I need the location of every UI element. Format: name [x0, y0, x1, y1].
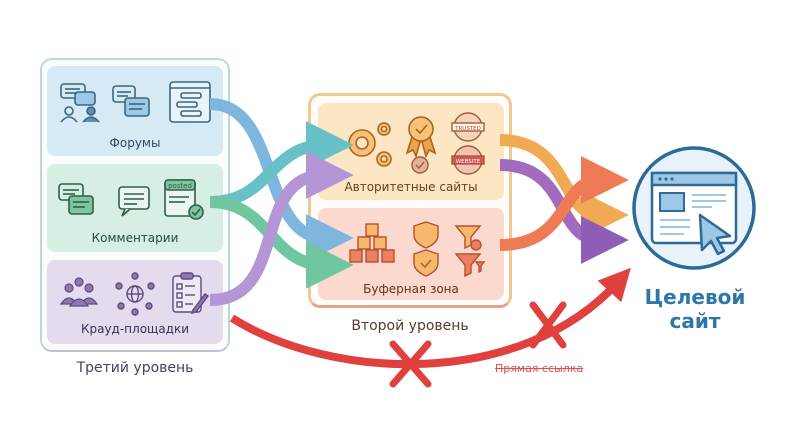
forum-window-icon — [169, 81, 211, 123]
buffer-icons — [349, 221, 486, 278]
comments-icon — [58, 183, 94, 215]
comment-icons: posted — [58, 179, 204, 220]
blocked-x-icon-2 — [529, 301, 567, 349]
forum-icons — [60, 81, 211, 123]
crowd-icon — [59, 277, 99, 307]
comment-bubble-icon — [118, 186, 150, 217]
target-site-label: Целевой сайт — [610, 285, 780, 333]
website-stamp-text: WEBSITE — [456, 159, 481, 165]
posted-checked-icon: posted — [164, 179, 204, 220]
website-stamp-icon: WEBSITE — [411, 145, 485, 175]
website-cursor-icon — [632, 146, 756, 270]
card-buffer-label: Буферная зона — [363, 282, 459, 296]
tier3-label: Третий уровень — [76, 360, 194, 376]
card-comments: posted Комментарии — [47, 164, 223, 252]
crowd-icons — [59, 272, 210, 316]
direct-link-label: Прямая ссылка — [495, 362, 584, 375]
trusted-stamp-icon: TRUSTED — [451, 112, 485, 142]
card-comments-label: Комментарии — [91, 231, 179, 245]
target-label-line1: Целевой — [644, 285, 746, 309]
award-ribbon-icon — [405, 116, 437, 159]
chat-bubbles-icon — [112, 85, 150, 117]
card-forums-label: Форумы — [109, 136, 161, 150]
trusted-stamp-text: TRUSTED — [454, 126, 481, 132]
arrow-authority-to-target-2 — [499, 159, 629, 264]
card-crowd-label: Крауд-площадки — [80, 322, 190, 336]
arrow-crowd-to-authority — [209, 151, 354, 306]
posted-badge: posted — [168, 182, 192, 190]
blocked-x-icon-1 — [389, 340, 432, 388]
card-crowd: Крауд-площадки — [47, 260, 223, 344]
card-authority-label: Авторитетные сайты — [344, 180, 478, 194]
target-label-line2: сайт — [669, 309, 721, 333]
network-globe-icon — [115, 272, 155, 316]
gears-icon — [348, 122, 392, 167]
arrow-buffer-to-target — [499, 156, 629, 251]
filter-funnel-icon — [454, 225, 486, 278]
arrow-authority-to-target-1 — [499, 134, 629, 239]
arrow-direct-link-blocked — [229, 267, 631, 369]
authority-icons: TRUSTED WEBSITE — [348, 112, 485, 175]
checklist-clipboard-icon — [172, 272, 210, 314]
chat-users-icon — [60, 83, 100, 123]
shield-icon — [413, 221, 439, 277]
tier2-label: Второй уровень — [351, 318, 469, 334]
card-forums: Форумы — [47, 66, 223, 156]
